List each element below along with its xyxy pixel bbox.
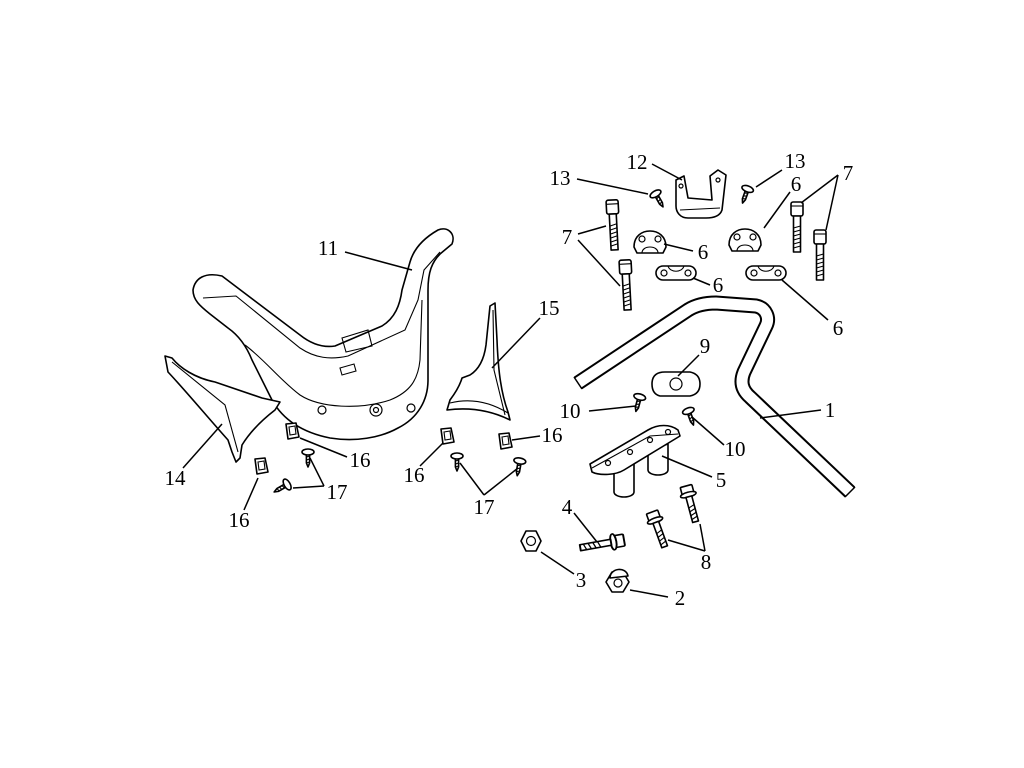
mounting-screw bbox=[680, 405, 700, 428]
upper-clamp bbox=[728, 228, 762, 252]
flange-bolt bbox=[643, 508, 673, 551]
tapping-screw bbox=[450, 452, 464, 472]
small-screw bbox=[736, 183, 756, 206]
mounting-bracket bbox=[675, 169, 727, 219]
clip-nut bbox=[285, 422, 300, 440]
callout-14: 14 bbox=[165, 466, 187, 490]
callout-17: 17 bbox=[327, 480, 348, 504]
callout-11: 11 bbox=[318, 236, 338, 260]
callout-16: 16 bbox=[404, 463, 425, 487]
callout-16: 16 bbox=[542, 423, 563, 447]
clamp-bolt bbox=[813, 229, 827, 281]
callout-7: 7 bbox=[562, 225, 573, 249]
callout-6: 6 bbox=[713, 273, 724, 297]
callout-12: 12 bbox=[627, 150, 648, 174]
callout-17: 17 bbox=[474, 495, 495, 519]
tapping-screw bbox=[510, 456, 528, 478]
callout-15: 15 bbox=[539, 296, 560, 320]
callout-8: 8 bbox=[701, 550, 712, 574]
flange-bolt bbox=[677, 483, 705, 525]
lower-clamp bbox=[655, 265, 697, 281]
callout-labels: 13 12 13 6 7 7 6 6 6 11 15 9 10 1 10 16 … bbox=[165, 149, 854, 610]
left-lower-panel bbox=[164, 355, 281, 463]
clamp-bolt bbox=[605, 198, 622, 252]
lower-clamp bbox=[745, 265, 787, 281]
gasket-plate bbox=[651, 371, 701, 397]
mounting-screw bbox=[629, 391, 648, 414]
front-cover bbox=[192, 228, 454, 441]
callout-2: 2 bbox=[675, 586, 686, 610]
callout-6: 6 bbox=[833, 316, 844, 340]
callout-6: 6 bbox=[791, 172, 802, 196]
clip-nut bbox=[254, 457, 269, 475]
clip-nut bbox=[498, 432, 513, 450]
callout-6: 6 bbox=[698, 240, 709, 264]
upper-clamp bbox=[633, 230, 667, 254]
callout-10: 10 bbox=[725, 437, 746, 461]
callout-7: 7 bbox=[843, 161, 854, 185]
tapping-screw bbox=[301, 448, 315, 468]
small-screw bbox=[648, 187, 669, 211]
callout-16: 16 bbox=[350, 448, 371, 472]
callout-9: 9 bbox=[700, 334, 711, 358]
clamp-bolt bbox=[618, 258, 635, 312]
long-bolt bbox=[577, 531, 627, 557]
callout-13: 13 bbox=[785, 149, 806, 173]
callout-16: 16 bbox=[229, 508, 250, 532]
right-side-panel bbox=[446, 302, 511, 421]
clip-nut bbox=[440, 427, 455, 445]
leader-lines bbox=[182, 163, 839, 598]
handlebar bbox=[573, 295, 856, 498]
callout-5: 5 bbox=[716, 468, 727, 492]
callout-13: 13 bbox=[550, 166, 571, 190]
callout-3: 3 bbox=[576, 568, 587, 592]
clamp-base bbox=[589, 424, 681, 498]
tapping-screw bbox=[270, 477, 294, 498]
cap-nut bbox=[605, 568, 630, 593]
callout-1: 1 bbox=[825, 398, 836, 422]
hex-nut bbox=[520, 530, 542, 552]
callout-10: 10 bbox=[560, 399, 581, 423]
callout-4: 4 bbox=[562, 495, 573, 519]
clamp-bolt bbox=[790, 201, 804, 253]
